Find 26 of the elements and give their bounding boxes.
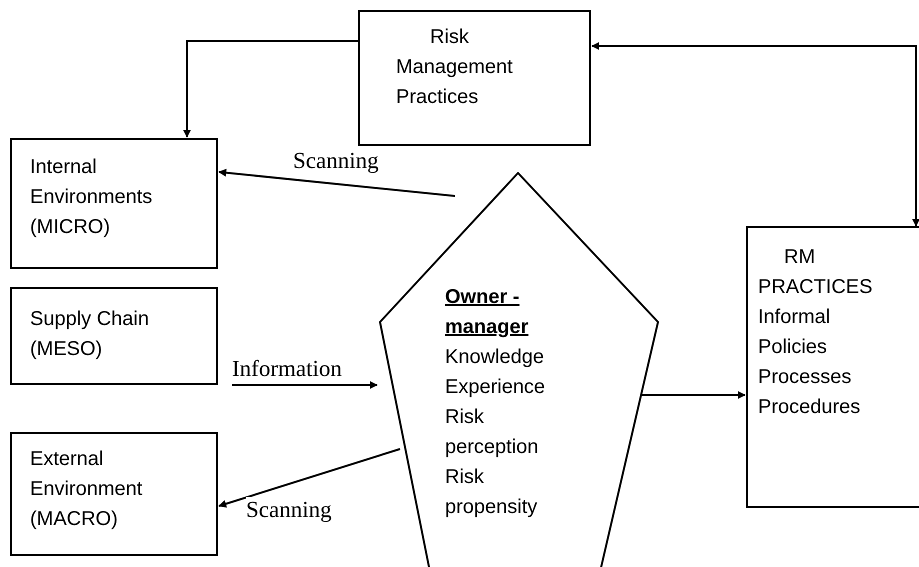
node-text: Knowledge <box>445 345 544 370</box>
node-heading: Owner - manager <box>445 285 530 340</box>
arrow <box>218 168 456 197</box>
arrow <box>591 42 919 227</box>
process-box <box>358 10 591 146</box>
node-text: Informal <box>758 305 830 330</box>
node-text: Supply Chain (MESO) <box>30 307 150 362</box>
node-text: Internal Environments (MICRO) <box>30 155 154 240</box>
arrow <box>232 381 378 389</box>
edge-label: Scanning <box>246 497 332 523</box>
node-text: Experience <box>445 375 546 400</box>
arrow <box>218 448 400 508</box>
arrow <box>183 40 358 138</box>
node-text: Processes <box>758 365 852 390</box>
node-text: Policies <box>758 335 827 360</box>
process-box <box>746 226 919 508</box>
process-box <box>10 138 218 269</box>
process-box <box>10 432 218 556</box>
process-box <box>10 287 218 385</box>
node-text: Risk perception <box>445 405 540 460</box>
node-text: Risk Management Practices <box>396 25 514 110</box>
node-text: External Environment (MACRO) <box>30 447 144 532</box>
node-text: RM PRACTICES <box>758 245 874 300</box>
node-text: Risk propensity <box>445 465 538 520</box>
node-text: Procedures <box>758 395 860 420</box>
arrow <box>641 391 746 399</box>
